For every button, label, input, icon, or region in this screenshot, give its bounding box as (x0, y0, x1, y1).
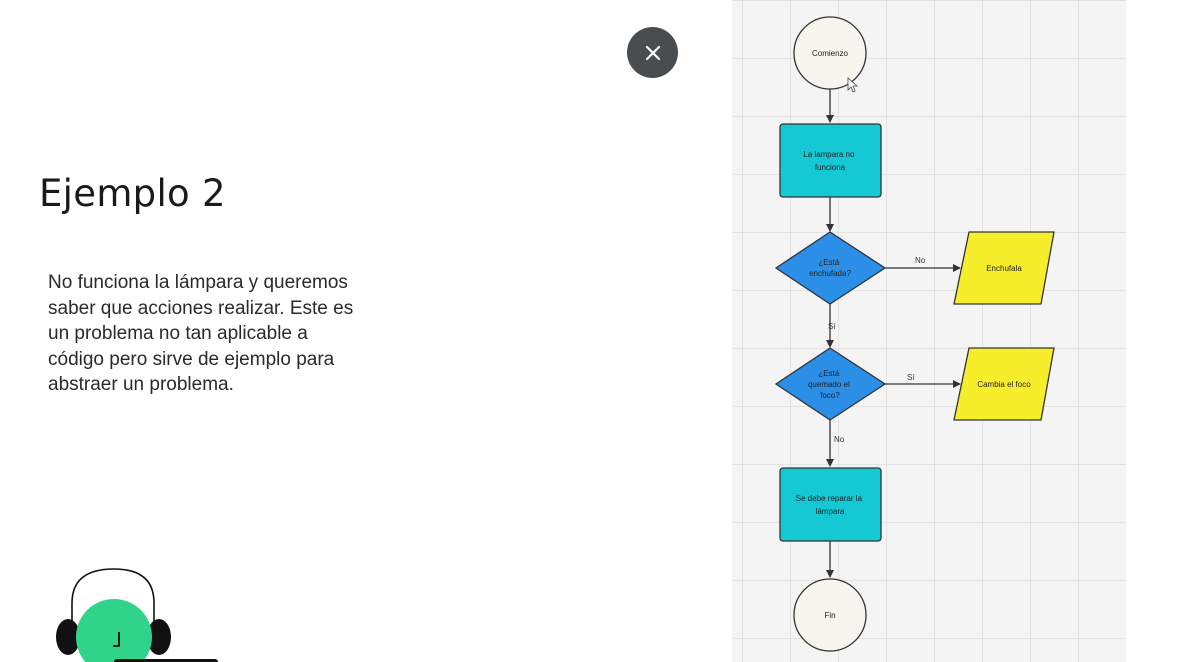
svg-text:La lampara no funcio: La lampara no funciona (803, 150, 856, 172)
node-burnt[interactable]: ¿Está quemado el foco? (774, 347, 887, 421)
node-plugged-label-line1: ¿Está (818, 258, 839, 267)
node-plugged[interactable]: ¿Está enchufada? (774, 231, 887, 305)
mouse-cursor-icon (847, 77, 859, 93)
node-burnt-label-line2: quemado el (808, 380, 850, 389)
slide-title: Ejemplo 2 (39, 172, 226, 215)
svg-text:Se debe reparar la l: Se debe reparar la lámpara (796, 494, 865, 516)
svg-text:¿Está quemado el: ¿Está quemado el foco? (808, 369, 852, 400)
edge-label-si-change: Sí (907, 373, 915, 382)
node-problem[interactable]: La lampara no funciona (779, 123, 882, 198)
node-start[interactable]: Comienzo (793, 16, 867, 90)
close-icon (645, 45, 660, 60)
edge-label-no-repair: No (834, 435, 845, 444)
node-plugged-label-line2: enchufada? (809, 269, 851, 278)
node-plug-it-label: Enchufala (986, 264, 1022, 273)
node-repair-label-line1: Se debe reparar la (796, 494, 863, 503)
flowchart-diagram: No Sí Sí No Comienzo La lampara no funci… (774, 16, 1055, 652)
node-start-label: Comienzo (812, 49, 849, 58)
edges (826, 89, 961, 578)
edge-label-si-burnt: Sí (828, 322, 836, 331)
node-repair-label-line2: lámpara (816, 507, 845, 516)
node-problem-label-line2: funciona (815, 163, 846, 172)
node-plug-it[interactable]: Enchufala (953, 231, 1055, 305)
slide-body-text: No funciona la lámpara y queremos saber … (48, 272, 354, 395)
node-burnt-label-line3: foco? (820, 391, 840, 400)
node-burnt-label-line1: ¿Está (818, 369, 839, 378)
node-end[interactable]: Fin (793, 578, 867, 652)
node-change-bulb-label: Cambia el foco (977, 380, 1031, 389)
node-repair[interactable]: Se debe reparar la lámpara (779, 467, 882, 542)
flowchart-board[interactable]: No Sí Sí No Comienzo La lampara no funci… (732, 0, 1126, 662)
close-button[interactable] (627, 27, 678, 78)
node-change-bulb[interactable]: Cambia el foco (953, 347, 1055, 421)
headphones-logo-icon (56, 568, 218, 662)
svg-text:¿Está enchufada?: ¿Está enchufada? (809, 258, 851, 278)
node-problem-label-line1: La lampara no (803, 150, 855, 159)
node-end-label: Fin (824, 611, 835, 620)
edge-label-no-plug: No (915, 256, 926, 265)
